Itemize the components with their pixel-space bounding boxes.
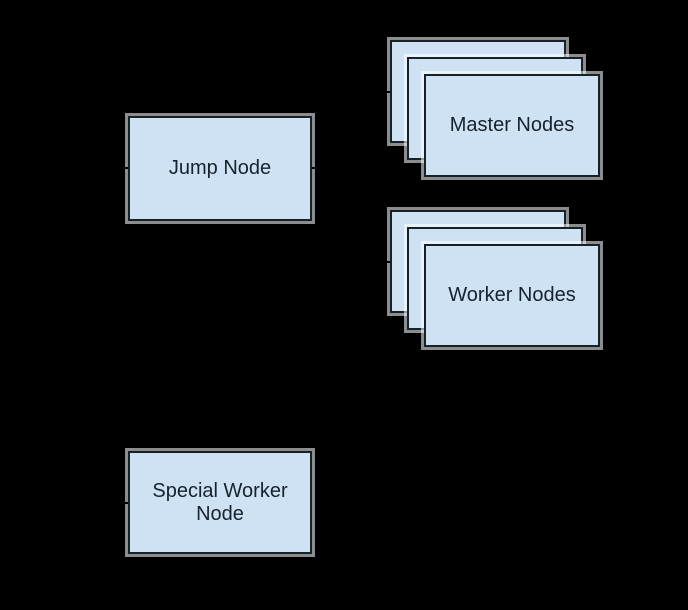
special-worker-node-label: Special Worker Node — [152, 479, 288, 525]
master-nodes-stack-box-front: Master Nodes — [424, 74, 600, 177]
jump-node-box: Jump Node — [128, 116, 312, 221]
worker-nodes-label: Worker Nodes — [448, 284, 576, 306]
worker-nodes-stack-box-front: Worker Nodes — [424, 244, 600, 347]
connector-jump-to-special — [87, 167, 128, 504]
master-nodes-label: Master Nodes — [449, 114, 575, 136]
connector-jump-to-worker — [312, 167, 390, 263]
connector-jump-to-master — [312, 91, 390, 169]
jump-node-label: Jump Node — [168, 157, 272, 179]
special-worker-node-box: Special Worker Node — [128, 451, 312, 554]
